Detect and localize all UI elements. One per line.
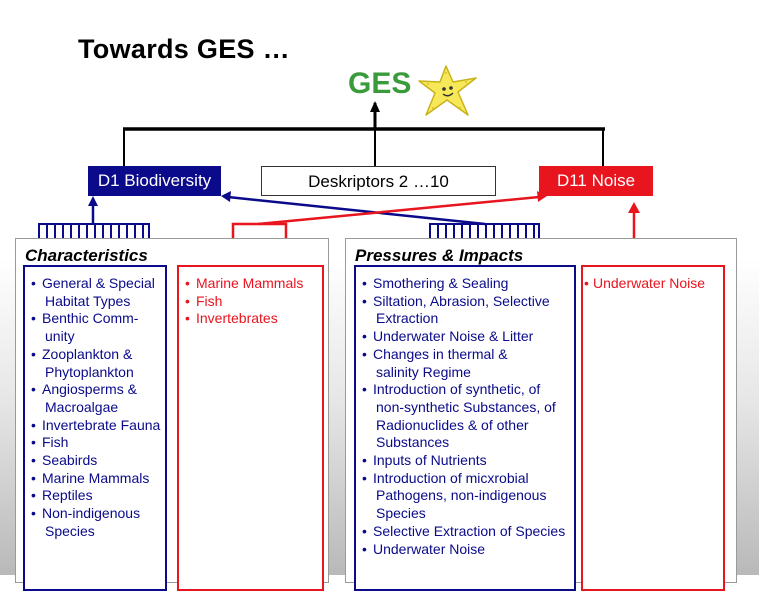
characteristics-blue-list: General & Special Habitat Types Benthic … [25, 275, 165, 541]
pressures-blue-box: Smothering & Sealing Siltation, Abrasion… [354, 265, 576, 591]
list-item: Seabirds [25, 452, 165, 470]
list-item: Selective Extraction of Species [356, 523, 574, 541]
list-item-continued: Pathogens, non-indigenous [356, 487, 574, 505]
list-item: Marine Mammals [25, 470, 165, 488]
list-item-continued: non-synthetic Substances, of [356, 399, 574, 417]
list-item-continued: Macroalgae [25, 399, 165, 417]
list-item: Underwater Noise [356, 541, 574, 559]
list-item-continued: salinity Regime [356, 364, 574, 382]
list-item: Benthic Comm- [25, 310, 165, 328]
pressures-impacts-panel: Pressures & Impacts Smothering & Sealing… [345, 238, 737, 583]
list-item: Underwater Noise & Litter [356, 328, 574, 346]
list-item: Invertebrate Fauna [25, 417, 165, 435]
characteristics-blue-box: General & Special Habitat Types Benthic … [23, 265, 167, 591]
descriptors-2-10-label: Deskriptors 2 …10 [261, 166, 496, 196]
list-item: Fish [25, 434, 165, 452]
list-item-continued: Substances [356, 434, 574, 452]
d1-biodiversity-label: D1 Biodiversity [88, 166, 221, 196]
pressures-blue-list: Smothering & Sealing Siltation, Abrasion… [356, 275, 574, 558]
list-item: Invertebrates [179, 310, 322, 328]
pressures-red-list: Underwater Noise [583, 275, 723, 293]
list-item-continued: Extraction [356, 310, 574, 328]
list-item: Introduction of synthetic, of [356, 381, 574, 399]
list-item: Fish [179, 293, 322, 311]
list-item-continued: Radionuclides & of other [356, 417, 574, 435]
characteristics-red-list: Marine Mammals Fish Invertebrates [179, 275, 322, 328]
pressures-impacts-title: Pressures & Impacts [355, 246, 523, 266]
d11-noise-label: D11 Noise [539, 166, 653, 196]
list-item-continued: Habitat Types [25, 293, 165, 311]
pressures-red-box: Underwater Noise [581, 265, 725, 591]
characteristics-panel: Characteristics General & Special Habita… [15, 238, 329, 583]
list-item: Inputs of Nutrients [356, 452, 574, 470]
list-item: General & Special [25, 275, 165, 293]
list-item: Zooplankton & [25, 346, 165, 364]
list-item: Reptiles [25, 487, 165, 505]
list-item: Smothering & Sealing [356, 275, 574, 293]
list-item: Angiosperms & [25, 381, 165, 399]
list-item: Changes in thermal & [356, 346, 574, 364]
list-item-continued: unity [25, 328, 165, 346]
list-item-continued: Species [25, 523, 165, 541]
characteristics-title: Characteristics [25, 246, 148, 266]
list-item: Siltation, Abrasion, Selective [356, 293, 574, 311]
list-item-continued: Phytoplankton [25, 364, 165, 382]
list-item: Non-indigenous [25, 505, 165, 523]
list-item-continued: Species [356, 505, 574, 523]
list-item: Introduction of micxrobial [356, 470, 574, 488]
characteristics-red-box: Marine Mammals Fish Invertebrates [177, 265, 324, 591]
list-item: Underwater Noise [583, 275, 723, 293]
list-item: Marine Mammals [179, 275, 322, 293]
